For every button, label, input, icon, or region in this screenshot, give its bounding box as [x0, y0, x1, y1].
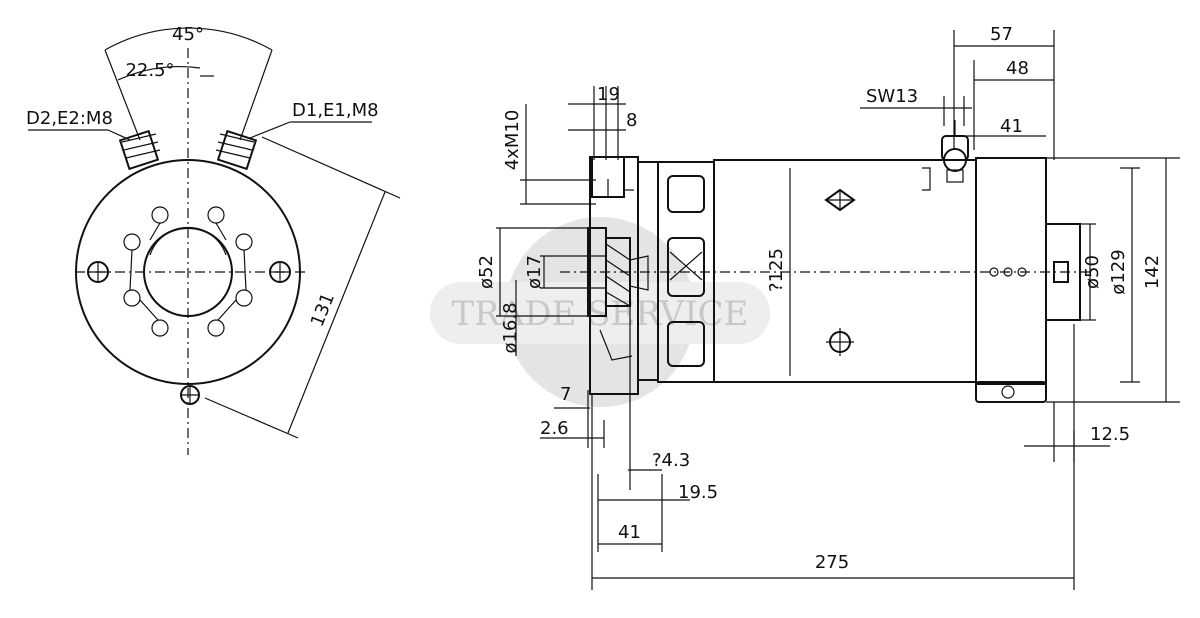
dim-7-label: 7 — [560, 384, 571, 405]
angle-arc-outer — [104, 27, 273, 51]
body-side-holes — [989, 267, 1027, 277]
front-angle-outer-label: 45° — [172, 24, 204, 45]
dim-57-label: 57 — [990, 24, 1013, 45]
wrench-label: SW13 — [866, 86, 918, 107]
terminal-left-label: D2,E2:M8 — [26, 108, 113, 129]
watermark-text: TRADE SERVICE — [451, 294, 748, 334]
front-bore-inner-arc — [149, 226, 227, 256]
angle-arc-inner — [117, 66, 201, 81]
dim-d50-label: ø50 — [1082, 255, 1103, 289]
watermark-band — [430, 282, 770, 344]
dim-19-5-label: 19.5 — [678, 482, 718, 503]
housing-window-middle — [667, 237, 705, 297]
front-housing-circle — [75, 159, 301, 385]
front-bolt-pattern — [87, 206, 291, 337]
terminal-right-leader — [249, 121, 291, 139]
terminal-stud-bottom — [180, 385, 200, 405]
watermark: TRADE SERVICE — [430, 217, 770, 407]
end-cap — [975, 157, 1047, 385]
front-view: 45° 22.5° D2,E2:M8 D1,E1,M8 131 — [26, 24, 401, 455]
front-angle-inner-label: 22.5° — [125, 60, 174, 81]
dim-2-6-label: 2.6 — [540, 418, 569, 439]
dim-d17-label: ø17 — [524, 255, 545, 289]
pinion-teeth — [605, 243, 631, 307]
dim-275-label: 275 — [815, 552, 849, 573]
dim-131-extension-top — [261, 136, 401, 199]
end-boss — [1046, 223, 1081, 321]
terminal-left-leader — [107, 129, 131, 141]
angle-leg-right — [239, 49, 273, 141]
dim-8-label: 8 — [626, 110, 637, 131]
body-screw-bottom — [826, 328, 854, 356]
thread-label: 4xM10 — [502, 110, 523, 171]
dim-d4-3-label: ?4.3 — [652, 450, 690, 471]
housing-window-bottom — [667, 321, 705, 367]
dim-d129-label: ø129 — [1108, 249, 1129, 294]
body-screw-top — [824, 188, 856, 212]
dim-131-label: 131 — [307, 290, 339, 330]
dim-41-bottom-label: 41 — [618, 522, 641, 543]
top-terminal-stud — [922, 120, 969, 191]
dim-125-label: ?125 — [766, 248, 787, 292]
end-cap-foot — [975, 381, 1047, 403]
side-view: ?125 — [476, 24, 1180, 590]
dim-131-line — [287, 191, 386, 434]
dim-19-label: 19 — [597, 84, 620, 105]
end-boss-nut — [1053, 261, 1069, 283]
dim-142-label: 142 — [1142, 255, 1163, 289]
housing-window-top — [667, 175, 705, 213]
dim-41-top-label: 41 — [1000, 116, 1023, 137]
dim-12-5-label: 12.5 — [1090, 424, 1130, 445]
terminal-stud-right — [215, 129, 258, 171]
dim-48-label: 48 — [1006, 58, 1029, 79]
dim-d52-label: ø52 — [476, 255, 497, 289]
terminal-stud-left — [118, 129, 161, 171]
shaft-key-edge — [599, 329, 633, 361]
dim-d16-8-label: ø16.8 — [500, 302, 521, 353]
angle-leg-left — [104, 49, 141, 141]
terminal-right-label: D1,E1,M8 — [292, 100, 379, 121]
dim-131-extension-bottom — [204, 397, 299, 439]
